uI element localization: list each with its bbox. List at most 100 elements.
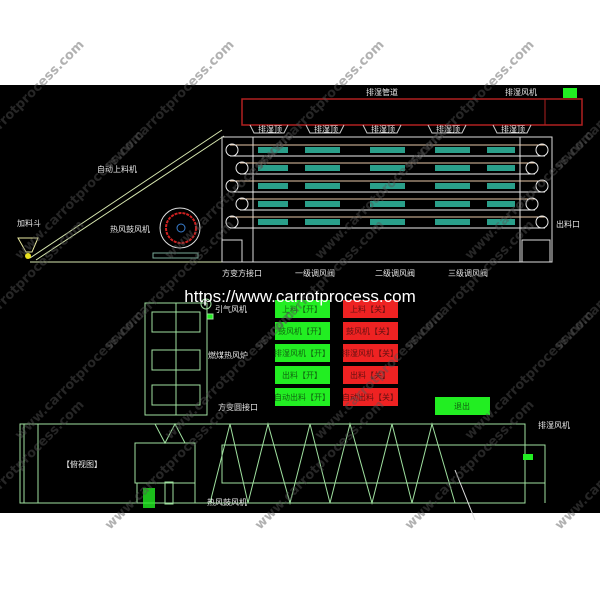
heating-block [435,219,470,225]
round-adapter-label: 方变圆接口 [218,402,258,412]
control-button-on[interactable]: 鼓风机【开】 [275,322,330,340]
roller-icon [225,215,239,229]
heating-block [487,183,515,189]
auto-feeder [17,129,225,263]
heating-block [305,219,340,225]
induced-fan-label: 引气风机 [215,304,247,314]
exhaust-hood [362,124,402,134]
heating-block [305,201,340,207]
control-button-off[interactable]: 自动出料【关】 [342,388,398,406]
roller-icon [525,161,539,175]
button-label[interactable]: 自动出料【开】 [274,392,330,402]
heating-block [435,147,470,153]
roller-icon [535,179,549,193]
exhaust-fan-icon [563,88,577,98]
button-bg[interactable] [343,322,398,340]
button-bg[interactable] [275,388,330,406]
button-label[interactable]: 排湿风机【关】 [342,348,398,358]
exhaust-hood [427,124,467,134]
heating-block [258,219,288,225]
hopper-label: 加料斗 [17,218,41,228]
button-bg[interactable] [343,344,398,362]
hot-air-blower-bottom-label: 热风鼓风机 [207,497,247,507]
exhaust-hood-label: 排湿顶 [436,124,460,134]
damper-1-label: 一级调风阀 [295,268,335,278]
exit-button[interactable]: 退出 [435,397,490,415]
damper-2-label: 二级调风阀 [375,268,415,278]
damper-3-label: 三级调风阀 [448,268,488,278]
heating-block [370,201,405,207]
button-label[interactable]: 排湿风机【开】 [274,348,330,358]
coal-furnace [144,298,214,416]
heating-block [370,219,405,225]
outlet-label: 出料口 [556,219,580,229]
button-label[interactable]: 出料【开】 [282,370,322,380]
exhaust-hood [492,124,532,134]
heating-block [258,147,288,153]
button-label[interactable]: 上料【开】 [282,304,322,314]
hot-air-blower-label: 热风鼓风机 [110,224,150,234]
heating-block [487,201,515,207]
button-bg[interactable] [275,344,330,362]
watermark-url: https://www.carrotprocess.com [184,287,416,306]
roller-icon [535,143,549,157]
roller-icon [535,215,549,229]
heating-block [370,165,405,171]
button-label[interactable]: 出料【关】 [350,370,390,380]
exhaust-hood-label: 排湿顶 [314,124,338,134]
exhaust-hood-label: 排湿顶 [258,124,282,134]
button-bg[interactable] [343,300,398,318]
exhaust-hood [305,124,345,134]
control-button-on[interactable]: 上料【开】 [275,300,330,318]
exit-button-bg[interactable] [435,397,490,415]
exhaust-fan-label: 排湿风机 [505,87,537,97]
button-label[interactable]: 自动出料【关】 [342,392,398,402]
auto-feeder-label: 自动上料机 [97,164,137,174]
heating-block [487,219,515,225]
control-button-off[interactable]: 上料【关】 [343,300,398,318]
control-button-off[interactable]: 排湿风机【关】 [342,344,398,362]
roller-icon [525,197,539,211]
exhaust-hood-label: 排湿顶 [371,124,395,134]
roller-icon [235,197,249,211]
control-button-off[interactable]: 出料【关】 [343,366,398,384]
button-label[interactable]: 上料【关】 [350,304,390,314]
heating-block [487,165,515,171]
exhaust-duct-label: 排湿管道 [366,87,398,97]
heating-block [258,201,288,207]
button-bg[interactable] [275,366,330,384]
button-bg[interactable] [343,366,398,384]
coal-furnace-label: 燃煤热风炉 [208,350,248,360]
heating-block [305,183,340,189]
square-adapter-label: 方变方接口 [222,268,262,278]
heating-block [435,183,470,189]
button-bg[interactable] [275,300,330,318]
button-bg[interactable] [275,322,330,340]
heating-block [370,183,405,189]
control-button-off[interactable]: 鼓风机【关】 [343,322,398,340]
roller-icon [225,143,239,157]
control-button-on[interactable]: 排湿风机【开】 [274,344,330,362]
exhaust-hood-label: 排湿顶 [501,124,525,134]
heating-block [487,147,515,153]
exhaust-hoods: 排湿顶 排湿顶 排湿顶 排湿顶 排湿顶 [249,124,532,134]
control-button-on[interactable]: 出料【开】 [275,366,330,384]
heating-block [305,147,340,153]
heating-block [370,147,405,153]
heating-block [258,165,288,171]
button-bg[interactable] [343,388,398,406]
button-label[interactable]: 鼓风机【关】 [346,326,394,336]
control-button-on[interactable]: 自动出料【开】 [274,388,330,406]
button-label[interactable]: 鼓风机【开】 [278,326,326,336]
dryer-top-view [19,422,546,521]
hot-air-blower-icon [152,207,201,259]
heating-block [435,201,470,207]
heating-block [258,183,288,189]
heating-block [305,165,340,171]
exhaust-fan-bottom-label: 排湿风机 [538,420,570,430]
exit-button-label[interactable]: 退出 [454,401,470,411]
heating-block [435,165,470,171]
belt-layers [225,143,549,229]
